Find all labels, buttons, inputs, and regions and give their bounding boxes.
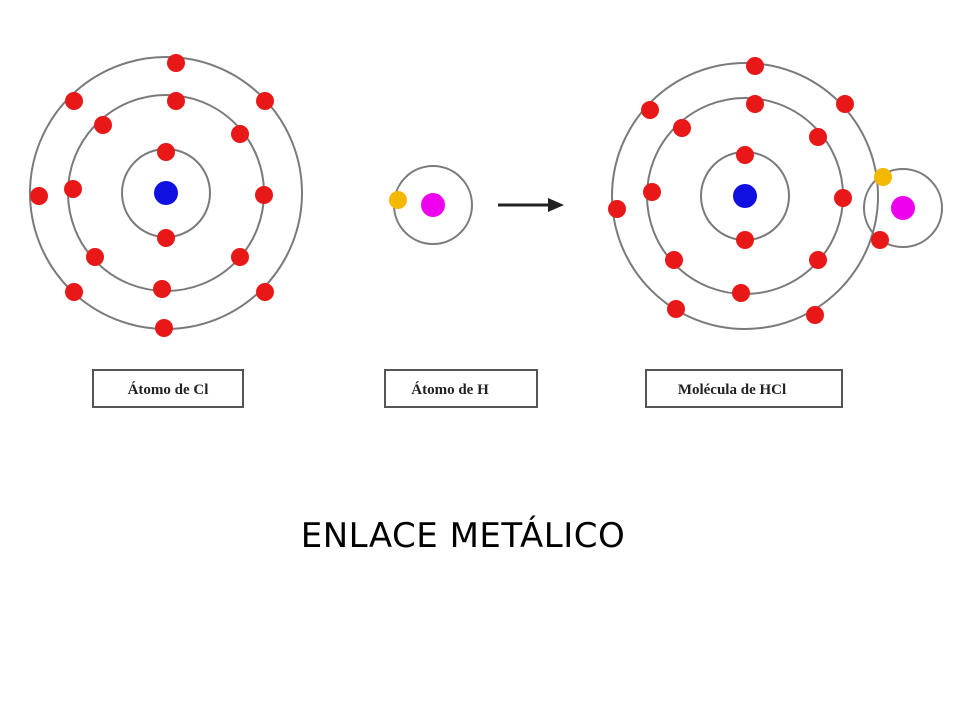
- electron: [834, 189, 852, 207]
- h-nucleus: [421, 193, 445, 217]
- electron: [665, 251, 683, 269]
- electron: [746, 95, 764, 113]
- electron: [231, 125, 249, 143]
- electron: [256, 283, 274, 301]
- electron: [736, 146, 754, 164]
- electron: [231, 248, 249, 266]
- shared-electron: [871, 231, 889, 249]
- electron: [732, 284, 750, 302]
- electron: [736, 231, 754, 249]
- chlorine-atom: [29, 54, 303, 337]
- electron: [836, 95, 854, 113]
- cl-nucleus: [154, 181, 178, 205]
- shared-h-electron: [874, 168, 892, 186]
- electron: [64, 180, 82, 198]
- reaction-arrow-icon: [498, 198, 564, 212]
- electron: [30, 187, 48, 205]
- hcl-electrons: [608, 57, 889, 324]
- electron: [746, 57, 764, 75]
- electron: [256, 92, 274, 110]
- electron: [809, 251, 827, 269]
- hcl-cl-shell-3: [611, 62, 879, 330]
- electron: [608, 200, 626, 218]
- electron: [641, 101, 659, 119]
- hcl-cl-nucleus: [733, 184, 757, 208]
- electron: [65, 92, 83, 110]
- label-cl-atom: Átomo de Cl: [92, 369, 244, 408]
- hcl-h-shell-1: [863, 168, 943, 248]
- electron: [667, 300, 685, 318]
- cl-electrons: [30, 54, 274, 337]
- electron: [643, 183, 661, 201]
- electron: [155, 319, 173, 337]
- label-h-atom-text: Átomo de H: [411, 381, 489, 398]
- electron: [255, 186, 273, 204]
- h-electron: [389, 191, 407, 209]
- hydrogen-atom: [389, 165, 473, 245]
- electron: [157, 229, 175, 247]
- label-cl-atom-text: Átomo de Cl: [128, 381, 209, 398]
- label-hcl-molecule: Molécula de HCl: [645, 369, 843, 408]
- electron: [167, 92, 185, 110]
- electron: [153, 280, 171, 298]
- hcl-molecule: [608, 57, 943, 330]
- electron: [809, 128, 827, 146]
- electron: [94, 116, 112, 134]
- label-h-atom: Átomo de H: [384, 369, 538, 408]
- hcl-h-nucleus: [891, 196, 915, 220]
- electron: [806, 306, 824, 324]
- electron: [86, 248, 104, 266]
- label-hcl-molecule-text: Molécula de HCl: [678, 382, 786, 398]
- electron: [167, 54, 185, 72]
- electron: [673, 119, 691, 137]
- electron: [65, 283, 83, 301]
- electron: [157, 143, 175, 161]
- slide-caption: ENLACE METÁLICO: [300, 516, 626, 556]
